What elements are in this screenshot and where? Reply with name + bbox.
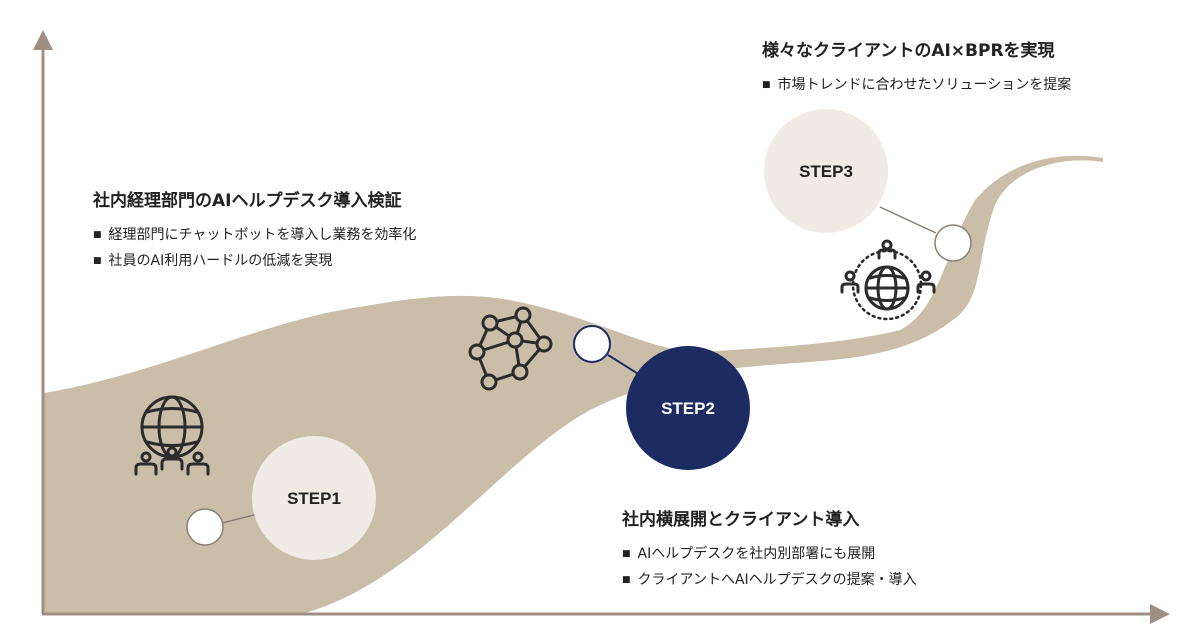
step3-description: 様々なクライアントのAI×BPRを実現 市場トレンドに合わせたソリューションを提…	[762, 36, 1071, 99]
step1-bullet-1: 経理部門にチャットボットを導入し業務を効率化	[93, 223, 417, 249]
network-nodes-icon	[468, 306, 553, 391]
step3-marker-dot	[934, 224, 972, 262]
step2-bullet-2: クライアントへAIヘルプデスクの提案・導入	[622, 568, 917, 594]
y-axis-arrow	[33, 30, 53, 50]
step2-label: STEP2	[661, 399, 715, 418]
step3-label: STEP3	[799, 162, 853, 181]
step3-circle: STEP3	[764, 109, 888, 233]
step2-description: 社内横展開とクライアント導入 AIヘルプデスクを社内別部署にも展開 クライアント…	[622, 505, 917, 594]
globe-people-circle-icon	[840, 239, 936, 321]
step1-marker-dot	[186, 508, 224, 546]
step1-label: STEP1	[287, 489, 341, 508]
step3-bullets: 市場トレンドに合わせたソリューションを提案	[762, 73, 1072, 99]
step2-marker-dot	[573, 325, 611, 363]
step2-bullets: AIヘルプデスクを社内別部署にも展開 クライアントへAIヘルプデスクの提案・導入	[622, 542, 917, 594]
step1-title: 社内経理部門のAIヘルプデスク導入検証	[93, 191, 402, 211]
step2-circle: STEP2	[626, 346, 750, 470]
step1-bullet-2: 社員のAI利用ハードルの低減を実現	[93, 249, 416, 275]
step1-description: 社内経理部門のAIヘルプデスク導入検証 経理部門にチャットボットを導入し業務を効…	[93, 186, 416, 275]
step1-circle: STEP1	[252, 436, 376, 560]
axes	[33, 30, 1170, 624]
step3-connector	[879, 206, 937, 234]
x-axis-arrow	[1150, 604, 1170, 624]
step3-title: 様々なクライアントのAI×BPRを実現	[762, 41, 1055, 61]
step2-title: 社内横展開とクライアント導入	[622, 510, 860, 530]
step2-bullet-1: AIヘルプデスクを社内別部署にも展開	[622, 542, 917, 568]
step2-connector	[607, 354, 641, 376]
step1-bullets: 経理部門にチャットボットを導入し業務を効率化 社員のAI利用ハードルの低減を実現	[93, 223, 417, 275]
globe-people-icon	[134, 395, 210, 476]
step3-bullet-1: 市場トレンドに合わせたソリューションを提案	[762, 73, 1072, 99]
